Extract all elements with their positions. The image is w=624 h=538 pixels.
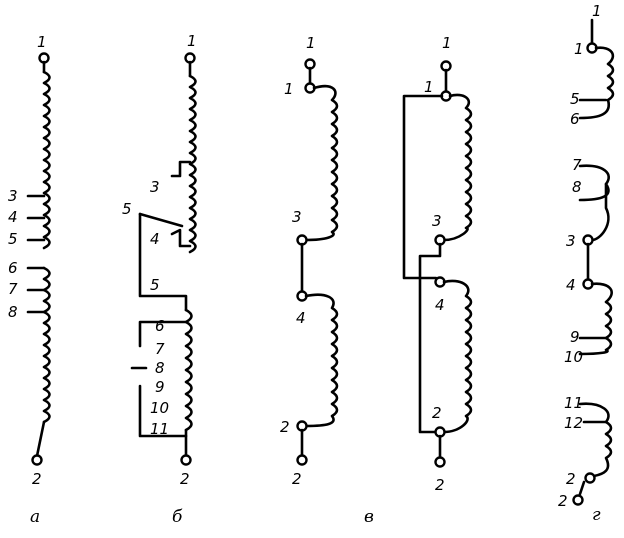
terminal-g-2-outer: [572, 494, 584, 506]
terminal-v2-2-outer: [434, 456, 446, 468]
label-b-8: 8: [155, 359, 165, 377]
label-a-2: 2: [32, 470, 42, 488]
coil-g-1: [578, 46, 615, 120]
label-a-1: 1: [37, 33, 47, 51]
label-a-3: 3: [8, 187, 18, 205]
label-b-5-jumper: 5: [122, 200, 132, 218]
label-b-7: 7: [155, 340, 165, 358]
terminal-a-2: [31, 454, 43, 466]
label-a-7: 7: [8, 280, 18, 298]
label-v2-2-inner: 2: [432, 404, 442, 422]
jumper-b-5: [138, 212, 184, 228]
label-g-3: 3: [566, 232, 576, 250]
label-v2-3: 3: [432, 212, 442, 230]
lead-g-8-to-3: [590, 182, 610, 242]
label-g-4: 4: [566, 276, 576, 294]
coil-g-3: [578, 282, 613, 356]
label-g-9: 9: [570, 328, 580, 346]
wire-a-bottom: [35, 420, 46, 458]
caption-g: г: [592, 505, 601, 525]
label-v2-1-outer: 1: [442, 34, 452, 52]
coil-g-2: [578, 164, 610, 202]
label-b-1: 1: [187, 32, 197, 50]
crossover-v2-a: [402, 94, 444, 280]
coil-a-upper: [42, 70, 51, 250]
label-v1-1-outer: 1: [306, 34, 316, 52]
panel-a: 1 3 4 5 6 7 8 2 а: [8, 33, 51, 527]
label-b-2: 2: [180, 470, 190, 488]
terminal-v1-2-outer: [296, 454, 308, 466]
coil-v2-upper: [442, 93, 473, 242]
caption-v: в: [364, 507, 374, 527]
coil-b-lower: [184, 308, 193, 432]
label-g-2-inner: 2: [566, 470, 576, 488]
label-g-1-inner: 1: [574, 40, 584, 58]
label-v1-2-inner: 2: [280, 418, 290, 436]
panel-v-left: 1 1 3 4 2 2 в: [280, 34, 374, 527]
label-a-4: 4: [8, 208, 18, 226]
label-g-10: 10: [564, 348, 583, 366]
label-v1-2-outer: 2: [292, 470, 302, 488]
label-b-5: 5: [150, 276, 160, 294]
wire-g-bottom: [578, 480, 586, 496]
tap-b-11: [138, 384, 188, 438]
label-v2-1-inner: 1: [424, 78, 434, 96]
coil-b-upper: [188, 74, 197, 254]
label-g-12: 12: [564, 414, 583, 432]
lead-b-4: [170, 228, 192, 248]
label-v2-4: 4: [435, 296, 445, 314]
label-g-2-outer: 2: [558, 492, 568, 510]
caption-b: б: [172, 507, 183, 527]
label-g-8: 8: [572, 178, 582, 196]
coil-v1-upper: [304, 84, 339, 242]
coil-v1-lower: [304, 293, 339, 428]
label-a-8: 8: [8, 303, 18, 321]
label-b-6: 6: [155, 317, 165, 335]
label-g-5: 5: [570, 90, 580, 108]
label-v2-2-outer: 2: [435, 476, 445, 494]
label-b-9: 9: [155, 378, 165, 396]
wire-b-5: [138, 212, 188, 312]
label-a-5: 5: [8, 230, 18, 248]
coil-g-4: [578, 402, 613, 478]
terminal-b-2: [180, 454, 192, 466]
label-g-7: 7: [572, 156, 582, 174]
label-v1-3: 3: [292, 208, 302, 226]
panel-b: 1 3 5 4 5 6 7 8 9 10 11 2 б: [122, 32, 197, 527]
coil-a-lower: [42, 266, 51, 424]
panel-v-right: 1 1 3 4 2 2: [402, 34, 473, 494]
label-g-6: 6: [570, 110, 580, 128]
label-g-1-outer: 1: [592, 2, 602, 20]
caption-a: а: [30, 507, 40, 527]
label-b-3: 3: [150, 178, 160, 196]
label-b-11: 11: [150, 420, 169, 438]
label-v1-4: 4: [296, 309, 306, 327]
terminal-g-2-inner: [584, 472, 596, 484]
label-a-6: 6: [8, 259, 18, 277]
label-g-11: 11: [564, 394, 583, 412]
label-b-10: 10: [150, 399, 169, 417]
lead-b-3: [170, 160, 192, 178]
label-v1-1-inner: 1: [284, 80, 294, 98]
label-b-4: 4: [150, 230, 160, 248]
panel-g: 1 1 5 6 7 8 3 4 9 10 11 12 2 2 г: [558, 2, 615, 525]
crossover-v2-b: [418, 242, 442, 434]
coil-v2-lower: [442, 279, 473, 434]
tap-b-6: [138, 320, 188, 348]
